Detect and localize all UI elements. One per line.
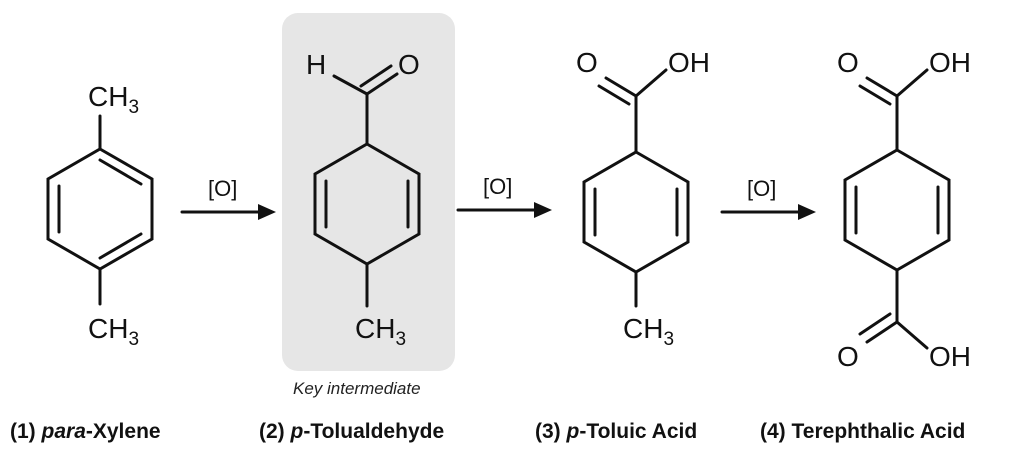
benzene-ring-1: [46, 114, 154, 306]
carboxyl-hydroxyl-top-4: OH: [929, 47, 971, 78]
carboxyl-hydroxyl-bottom-4: OH: [929, 341, 971, 372]
benzene-ring-3: [582, 68, 690, 308]
reagent-label-2: [O]: [483, 174, 512, 199]
compound-label-2: (2) p-Tolualdehyde: [259, 420, 444, 444]
compound-prefix-1: para: [41, 420, 86, 443]
compound-label-4: (4) Terephthalic Acid: [760, 420, 965, 444]
methyl-group-bottom-1: CH3: [88, 313, 139, 350]
compound-number-1: (1): [10, 420, 36, 443]
reagent-label-1: [O]: [208, 176, 237, 201]
aldehyde-oxygen: O: [398, 49, 420, 80]
compound-name-1: -Xylene: [85, 420, 161, 443]
carboxyl-oxygen-3: O: [576, 47, 598, 78]
reaction-arrow-1: [O]: [180, 176, 276, 220]
compound-label-3: (3) p-Toluic Acid: [535, 420, 697, 444]
compound-1-structure: CH3 CH3: [46, 81, 154, 350]
compound-name-3: -Toluic Acid: [579, 420, 698, 443]
key-intermediate-note: Key intermediate: [293, 379, 421, 398]
benzene-ring-4: [843, 68, 951, 350]
key-intermediate-highlight: [282, 13, 455, 371]
compound-number-2: (2): [259, 420, 285, 443]
compound-number-4: (4): [760, 420, 786, 443]
compound-label-1: (1) para-Xylene: [10, 420, 161, 444]
carboxyl-oxygen-bottom-4: O: [837, 341, 859, 372]
methyl-group-bottom-3: CH3: [623, 313, 674, 350]
reagent-label-3: [O]: [747, 176, 776, 201]
compound-prefix-2: p: [290, 420, 304, 443]
carboxyl-hydroxyl-3: OH: [668, 47, 710, 78]
compound-3-structure: O OH CH3: [576, 47, 710, 350]
compound-4-structure: O OH O OH: [837, 47, 971, 372]
compound-name-4: Terephthalic Acid: [791, 420, 966, 443]
reaction-arrow-3: [O]: [720, 176, 816, 220]
compound-2-structure: H O CH3 Key intermediate: [293, 49, 421, 398]
methyl-group-bottom-2: CH3: [355, 313, 406, 350]
compound-prefix-3: p: [566, 420, 580, 443]
compound-number-3: (3): [535, 420, 561, 443]
compound-name-2: -Tolualdehyde: [303, 420, 445, 443]
carboxyl-oxygen-top-4: O: [837, 47, 859, 78]
methyl-group-top-1: CH3: [88, 81, 139, 118]
aldehyde-hydrogen: H: [306, 49, 326, 80]
benzene-ring-2: [313, 64, 421, 308]
reaction-arrow-2: [O]: [456, 174, 552, 218]
